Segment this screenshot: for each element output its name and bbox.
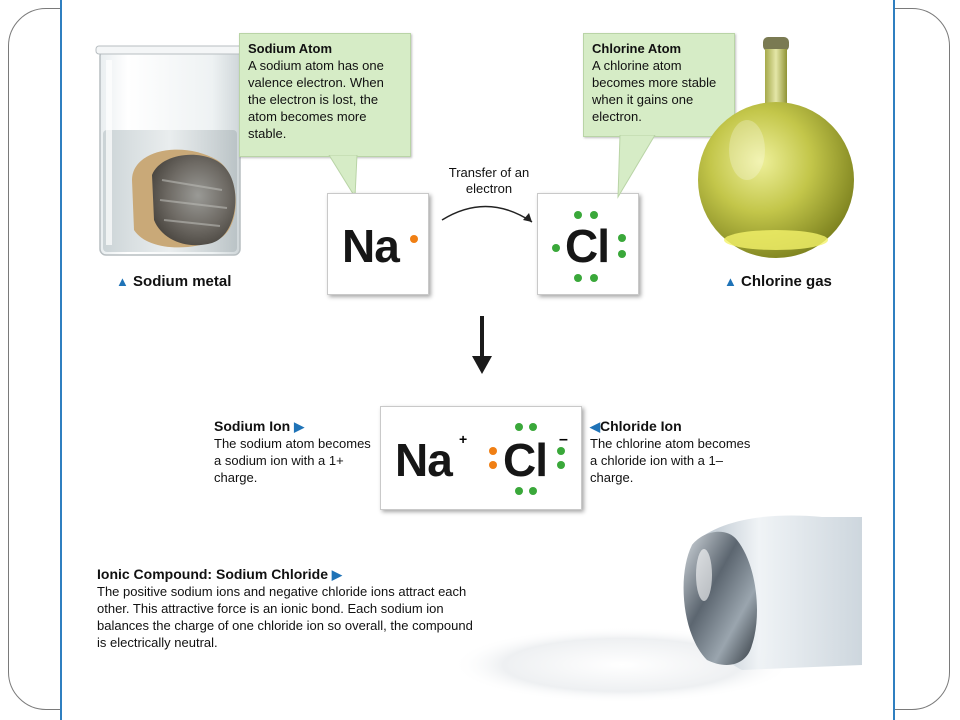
- salt-shaker-image: [452, 515, 862, 703]
- sodium-ion-text: The sodium atom becomes a sodium ion wit…: [214, 436, 371, 485]
- ionic-compound-text: The positive sodium ions and negative ch…: [97, 584, 473, 650]
- chlorine-atom-callout: Chlorine Atom A chlorine atom becomes mo…: [583, 33, 735, 137]
- electron-dot: [557, 461, 565, 469]
- curved-arrow-icon: [441, 205, 533, 223]
- electron-dot: [590, 211, 598, 219]
- electron-dot: [574, 274, 582, 282]
- chloride-ion-label: ◀Chloride Ion The chlorine atom becomes …: [590, 418, 760, 486]
- chloride-ion-text: The chlorine atom becomes a chloride ion…: [590, 436, 751, 485]
- chloride-ion-title: Chloride Ion: [600, 418, 682, 434]
- callout-pointer: [617, 135, 656, 199]
- cl-ion-symbol: Cl: [503, 434, 548, 486]
- chlorine-atom-title: Chlorine Atom: [592, 41, 682, 56]
- na-symbol: Na: [342, 220, 400, 272]
- sodium-metal-caption: ▲ Sodium metal: [116, 273, 232, 290]
- sodium-atom-text: A sodium atom has one valence electron. …: [248, 58, 384, 141]
- triangle-marker-icon: ▶: [294, 419, 305, 434]
- electron-dot: [590, 274, 598, 282]
- ionic-compound-title: Ionic Compound: Sodium Chloride: [97, 566, 328, 582]
- sodium-atom-box: Na: [327, 193, 429, 295]
- sodium-atom-callout: Sodium Atom A sodium atom has one valenc…: [239, 33, 411, 157]
- electron-dot: [618, 250, 626, 258]
- triangle-marker-icon: ◀: [590, 419, 600, 434]
- na-ion-symbol: Na: [395, 434, 453, 486]
- electron-dot: [618, 234, 626, 242]
- sodium-ion-title: Sodium Ion: [214, 418, 291, 434]
- cl-symbol: Cl: [565, 220, 610, 272]
- triangle-marker-icon: ▲: [724, 274, 737, 289]
- triangle-marker-icon: ▲: [116, 274, 129, 289]
- electron-dot: [552, 244, 560, 252]
- transferred-electron-dot: [489, 461, 497, 469]
- chlorine-atom-text: A chlorine atom becomes more stable when…: [592, 58, 717, 124]
- transferred-electron-dot: [489, 447, 497, 455]
- electron-dot: [515, 487, 523, 495]
- down-arrow-icon: [472, 316, 492, 374]
- transfer-label: Transfer of an electron: [448, 165, 530, 196]
- valence-electron-dot: [410, 235, 418, 243]
- sodium-atom-title: Sodium Atom: [248, 41, 333, 56]
- plus-charge: +: [459, 431, 468, 447]
- ionic-compound-label: Ionic Compound: Sodium Chloride ▶ The po…: [97, 566, 477, 651]
- electron-dot: [529, 423, 537, 431]
- triangle-marker-icon: ▶: [331, 567, 342, 582]
- minus-charge: –: [559, 431, 568, 448]
- sodium-beaker-image: [95, 45, 245, 256]
- sodium-chloride-box: Na + Cl –: [380, 406, 582, 510]
- chlorine-atom-box: Cl: [537, 193, 639, 295]
- chlorine-gas-caption: ▲ Chlorine gas: [724, 273, 832, 290]
- electron-dot: [529, 487, 537, 495]
- sodium-ion-label: Sodium Ion ▶ The sodium atom becomes a s…: [214, 418, 374, 486]
- electron-dot: [557, 447, 565, 455]
- callout-pointer: [328, 155, 358, 199]
- electron-dot: [574, 211, 582, 219]
- diagram-panel: ▲ Sodium metal Sodium Atom A sodium atom…: [60, 0, 895, 720]
- chlorine-flask-image: [698, 37, 854, 258]
- electron-dot: [515, 423, 523, 431]
